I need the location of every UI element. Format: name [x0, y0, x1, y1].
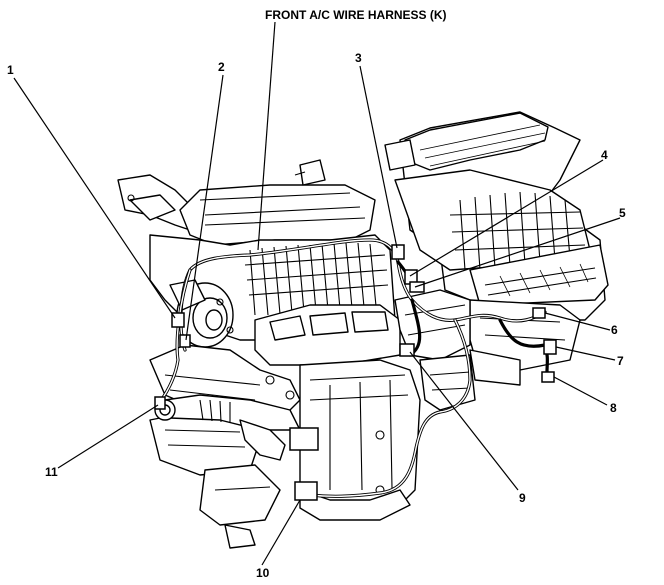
- connector-10: [294, 481, 318, 501]
- connectors: [154, 244, 557, 501]
- connector-11: [154, 396, 166, 410]
- connector-1: [171, 312, 185, 328]
- connector-7: [543, 339, 557, 355]
- callout-1: 1: [7, 63, 14, 77]
- callout-2: 2: [218, 60, 225, 74]
- connector-8: [541, 371, 555, 383]
- callout-4: 4: [601, 148, 608, 162]
- callout-10: 10: [256, 566, 270, 580]
- connector-6: [532, 307, 546, 319]
- callout-7: 7: [617, 354, 624, 368]
- callout-3: 3: [355, 51, 362, 65]
- callout-8: 8: [610, 401, 617, 415]
- heater-case: [149, 234, 476, 549]
- diagram-title: FRONT A/C WIRE HARNESS (K): [265, 8, 447, 22]
- callout-9: 9: [519, 491, 526, 505]
- leader-lines: [13, 21, 621, 566]
- callout-6: 6: [611, 323, 618, 337]
- hoses: [154, 394, 301, 461]
- connector-5: [409, 281, 425, 293]
- callout-5: 5: [619, 206, 626, 220]
- air-duct: [117, 159, 376, 246]
- callout-11: 11: [45, 465, 58, 479]
- connector-3: [391, 244, 405, 260]
- relay-box: [289, 427, 319, 451]
- connector-2: [179, 334, 191, 348]
